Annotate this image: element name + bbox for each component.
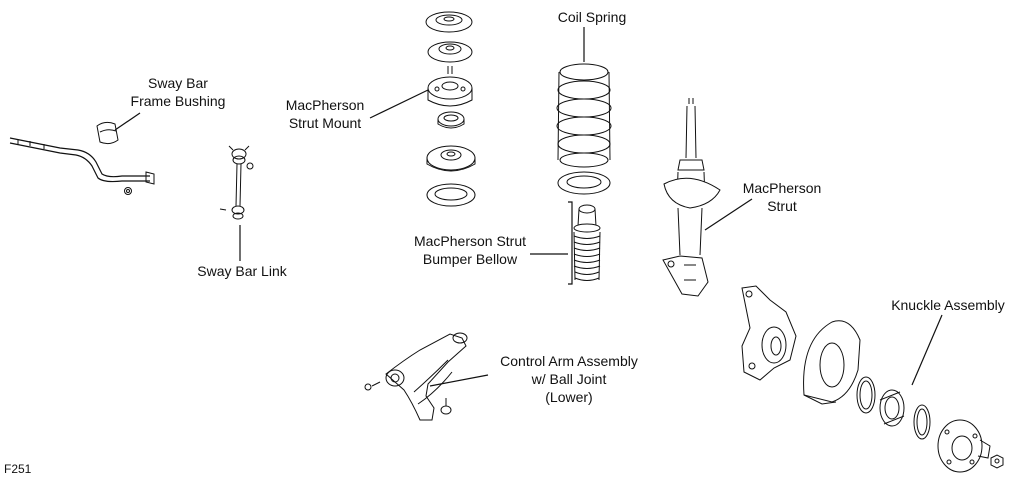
label-bumper-bellow: MacPherson Strut Bumper Bellow <box>400 232 540 268</box>
label-line: Control Arm Assembly <box>500 353 638 369</box>
label-coil-spring: Coil Spring <box>557 9 627 25</box>
sway-bar-link <box>220 146 253 219</box>
wheel-hub <box>938 420 990 472</box>
figure-id: F251 <box>4 462 32 476</box>
wheel-bearing <box>880 390 904 426</box>
label-line: Strut <box>767 198 797 214</box>
label-macpherson-strut: MacPherson Strut <box>730 179 834 215</box>
steering-knuckle <box>742 286 796 380</box>
label-knuckle-assembly: Knuckle Assembly <box>891 297 1005 313</box>
sway-bar-bushing <box>97 122 118 143</box>
snap-ring-outer <box>914 405 930 439</box>
strut-mount-stack <box>426 12 475 206</box>
hub-nut <box>991 455 1003 468</box>
label-control-arm-assembly: Control Arm Assembly w/ Ball Joint (Lowe… <box>484 352 654 406</box>
label-sway-bar-link: Sway Bar Link <box>197 263 287 279</box>
label-line: Bumper Bellow <box>422 251 518 267</box>
sway-bar <box>10 138 154 184</box>
lower-control-arm <box>365 333 467 420</box>
snap-ring-inner <box>857 377 875 413</box>
label-line: MacPherson <box>285 97 365 113</box>
coil-spring <box>557 64 611 194</box>
label-line: Frame Bushing <box>130 93 226 109</box>
label-line: Sway Bar <box>148 75 208 91</box>
bumper-bellow <box>574 205 600 281</box>
label-line: w/ Ball Joint <box>531 371 607 387</box>
label-sway-bar-frame-bushing: Sway Bar Frame Bushing <box>123 74 233 110</box>
label-line: MacPherson <box>742 180 822 196</box>
label-line: (Lower) <box>545 389 593 405</box>
dust-shield <box>804 321 860 404</box>
sway-bar-bolt <box>125 188 132 195</box>
label-line: MacPherson Strut <box>413 233 527 249</box>
label-strut-mount: MacPherson Strut Mount <box>278 96 372 132</box>
macpherson-strut <box>663 98 720 296</box>
leader-lines <box>115 27 942 386</box>
label-line: Strut Mount <box>288 115 362 131</box>
